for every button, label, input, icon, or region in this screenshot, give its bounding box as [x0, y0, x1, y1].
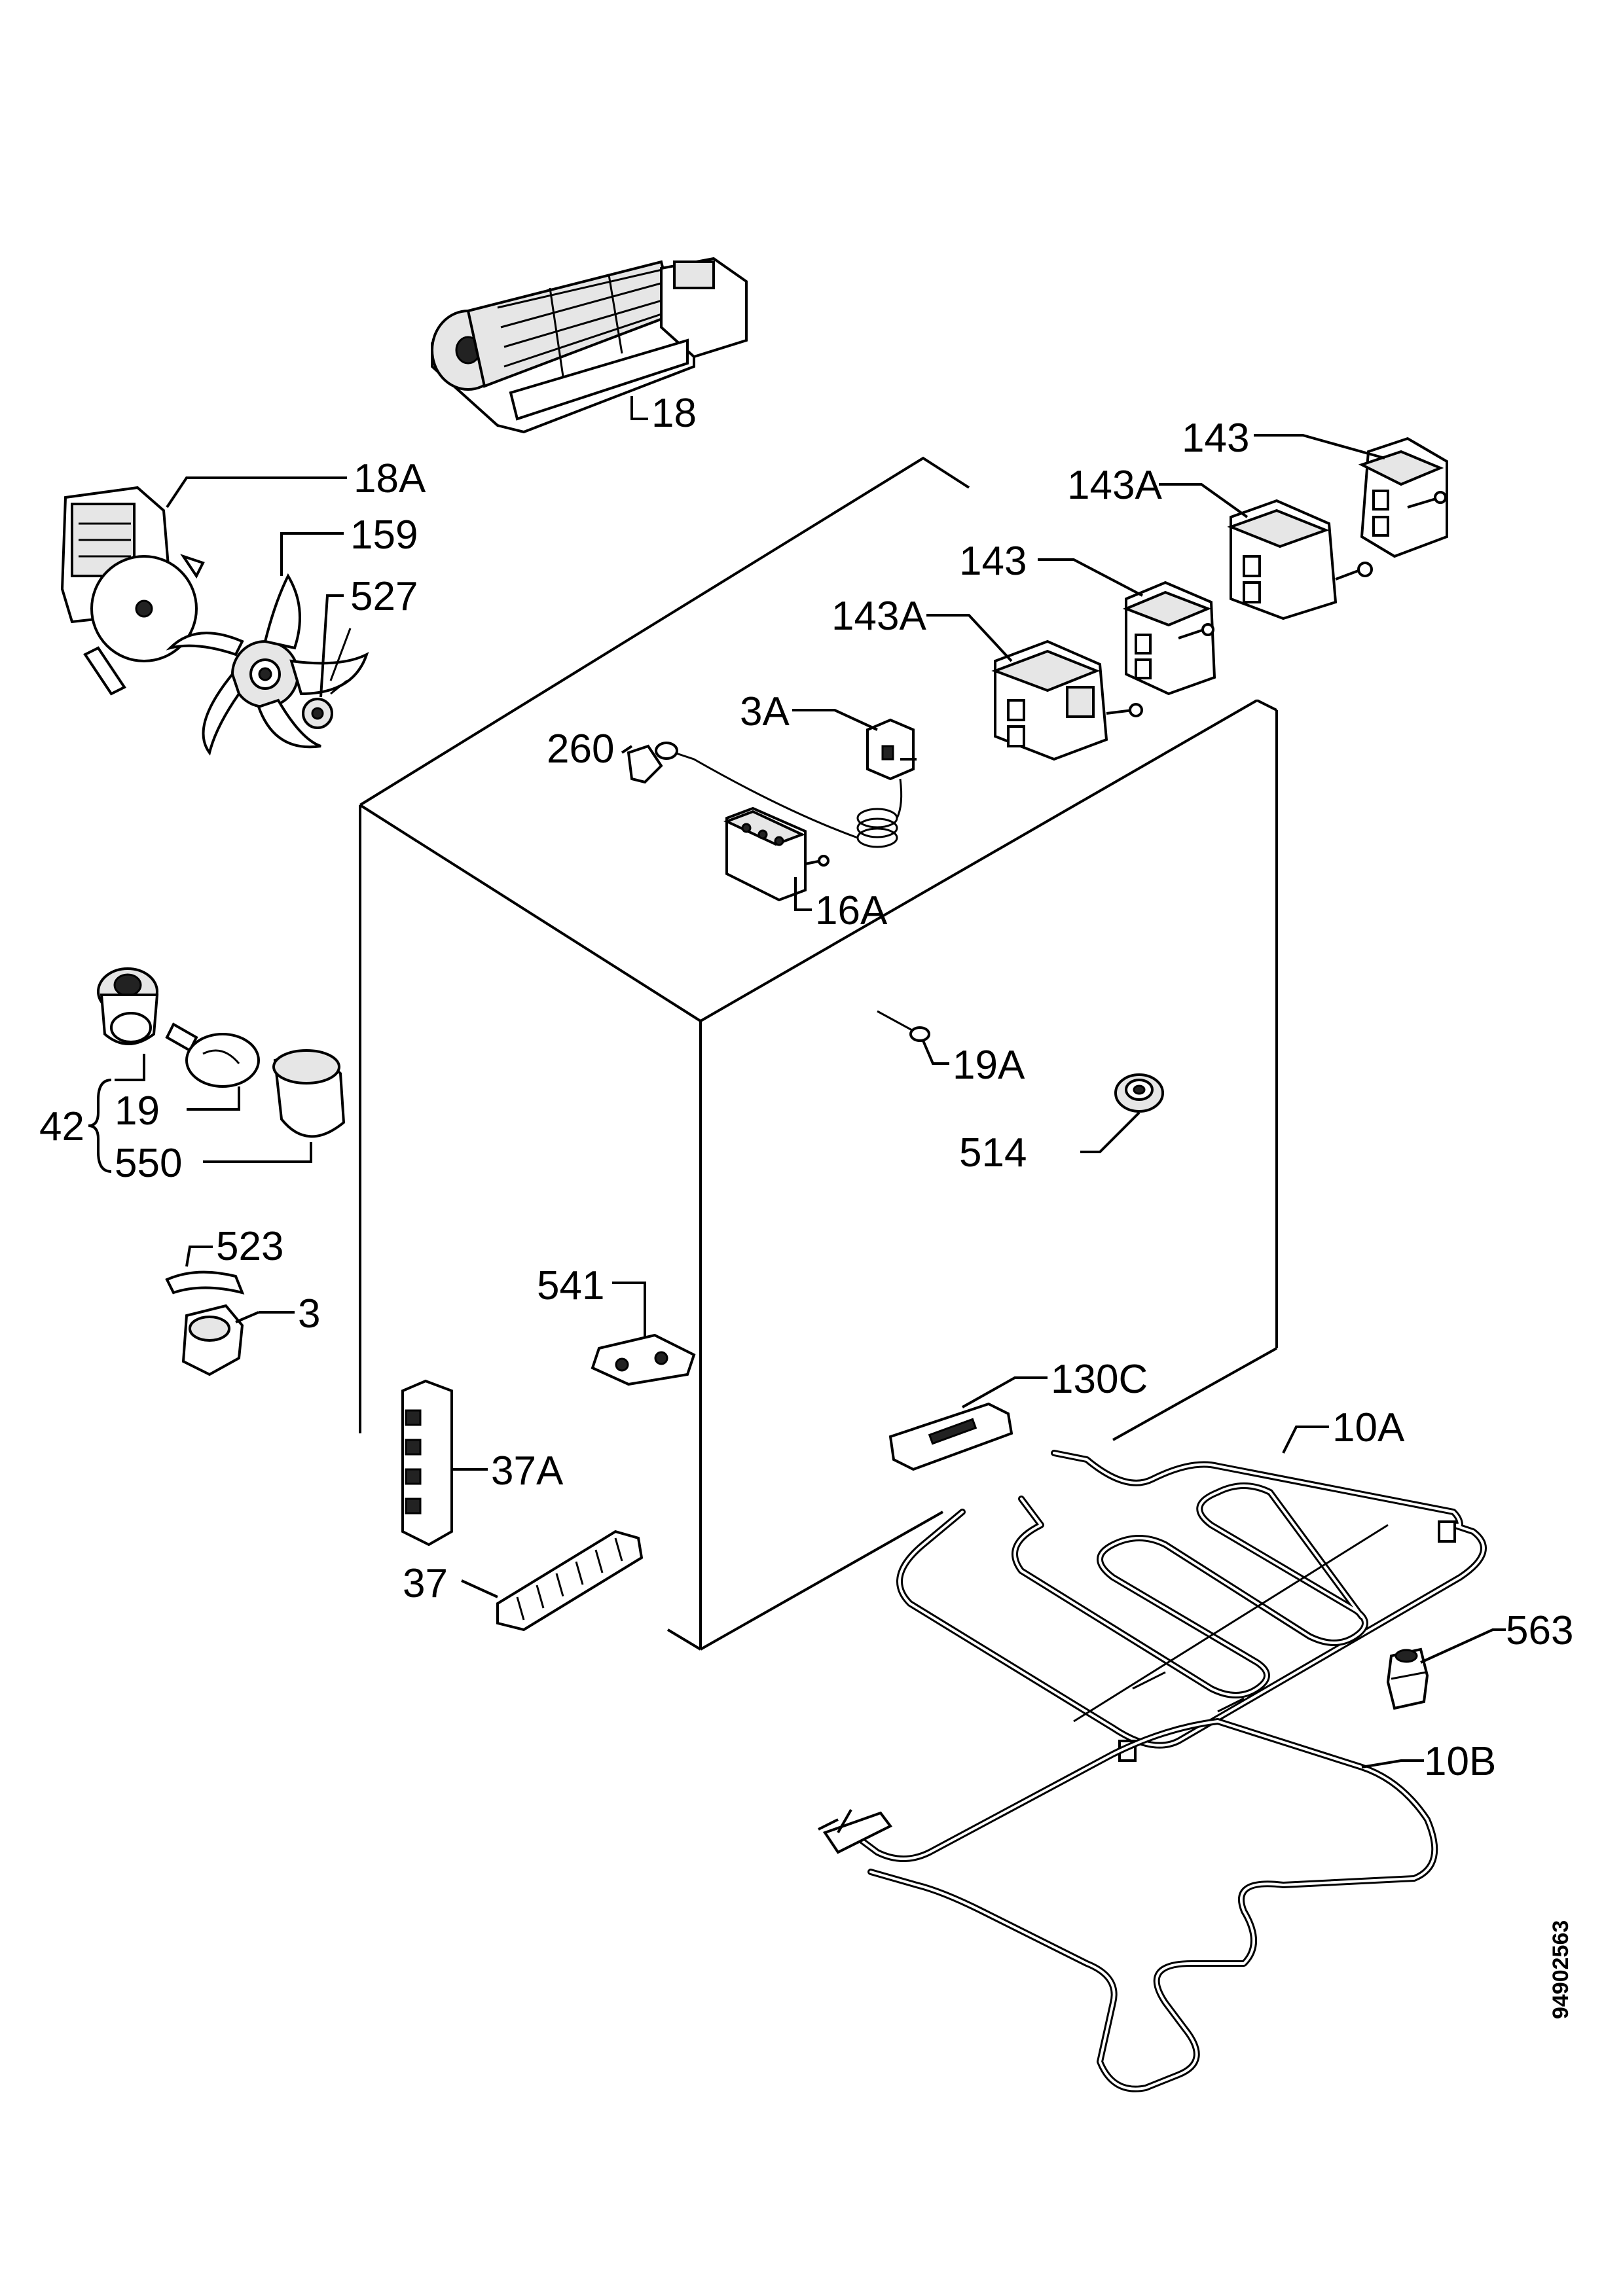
thermostat-part [674, 709, 917, 848]
lamp-bulb-part [165, 1022, 260, 1111]
thermostat-clip-part [165, 1246, 245, 1295]
label-3a: 3A [740, 689, 790, 734]
brace-42 [88, 1079, 112, 1173]
label-527: 527 [350, 574, 418, 619]
label-563: 563 [1506, 1608, 1573, 1653]
lamp-cover-part [203, 1049, 346, 1163]
document-reference-number: 94902563 [1548, 1920, 1573, 2019]
label-143a-mid: 143A [831, 594, 926, 639]
label-541: 541 [537, 1263, 604, 1308]
fan-blade-part [166, 532, 369, 756]
tangential-fan-part [431, 257, 748, 434]
label-260: 260 [547, 726, 614, 772]
label-18: 18 [651, 391, 697, 436]
oven-cavity-outline [359, 456, 1278, 1651]
lamp-wire-part [877, 1010, 949, 1065]
label-16a: 16A [815, 888, 888, 933]
label-130c: 130C [1051, 1357, 1148, 1402]
label-18a: 18A [354, 456, 426, 501]
label-143-mid: 143 [959, 539, 1027, 584]
label-550: 550 [115, 1141, 182, 1186]
label-3: 3 [298, 1291, 320, 1336]
switch-143a-mid [926, 614, 1143, 761]
label-143a-top: 143A [1067, 463, 1162, 508]
selector-switch-part [723, 806, 830, 911]
grommet-part [1080, 1073, 1164, 1153]
label-143-top: 143 [1182, 416, 1249, 461]
bottom-element-10b-part [818, 1718, 1438, 2092]
label-37: 37 [403, 1561, 448, 1606]
label-10a: 10A [1332, 1405, 1405, 1450]
bracket-541-part [591, 1282, 696, 1386]
fan-nut-part [302, 594, 352, 729]
switch-143a-top [1159, 483, 1373, 620]
terminal-block-37a-part [401, 1379, 488, 1547]
fan-motor-part [60, 476, 347, 696]
sensor-clip-part [621, 742, 678, 784]
label-159: 159 [350, 512, 418, 558]
safety-thermostat-part [181, 1304, 295, 1376]
fixing-nut-563-part [1386, 1628, 1506, 1710]
label-42: 42 [39, 1104, 84, 1149]
label-37a: 37A [491, 1448, 564, 1494]
label-523: 523 [216, 1224, 283, 1269]
lamp-holder-part [97, 967, 159, 1081]
label-19: 19 [115, 1088, 160, 1134]
switch-143-mid [1038, 558, 1216, 696]
terminal-strip-37-part [461, 1530, 644, 1632]
label-19a: 19A [953, 1043, 1025, 1088]
switch-143-top [1254, 434, 1448, 558]
label-10b: 10B [1424, 1739, 1496, 1784]
label-514: 514 [959, 1130, 1027, 1175]
element-bracket-130c-part [888, 1376, 1048, 1471]
grill-element-10a-part [896, 1426, 1487, 1762]
